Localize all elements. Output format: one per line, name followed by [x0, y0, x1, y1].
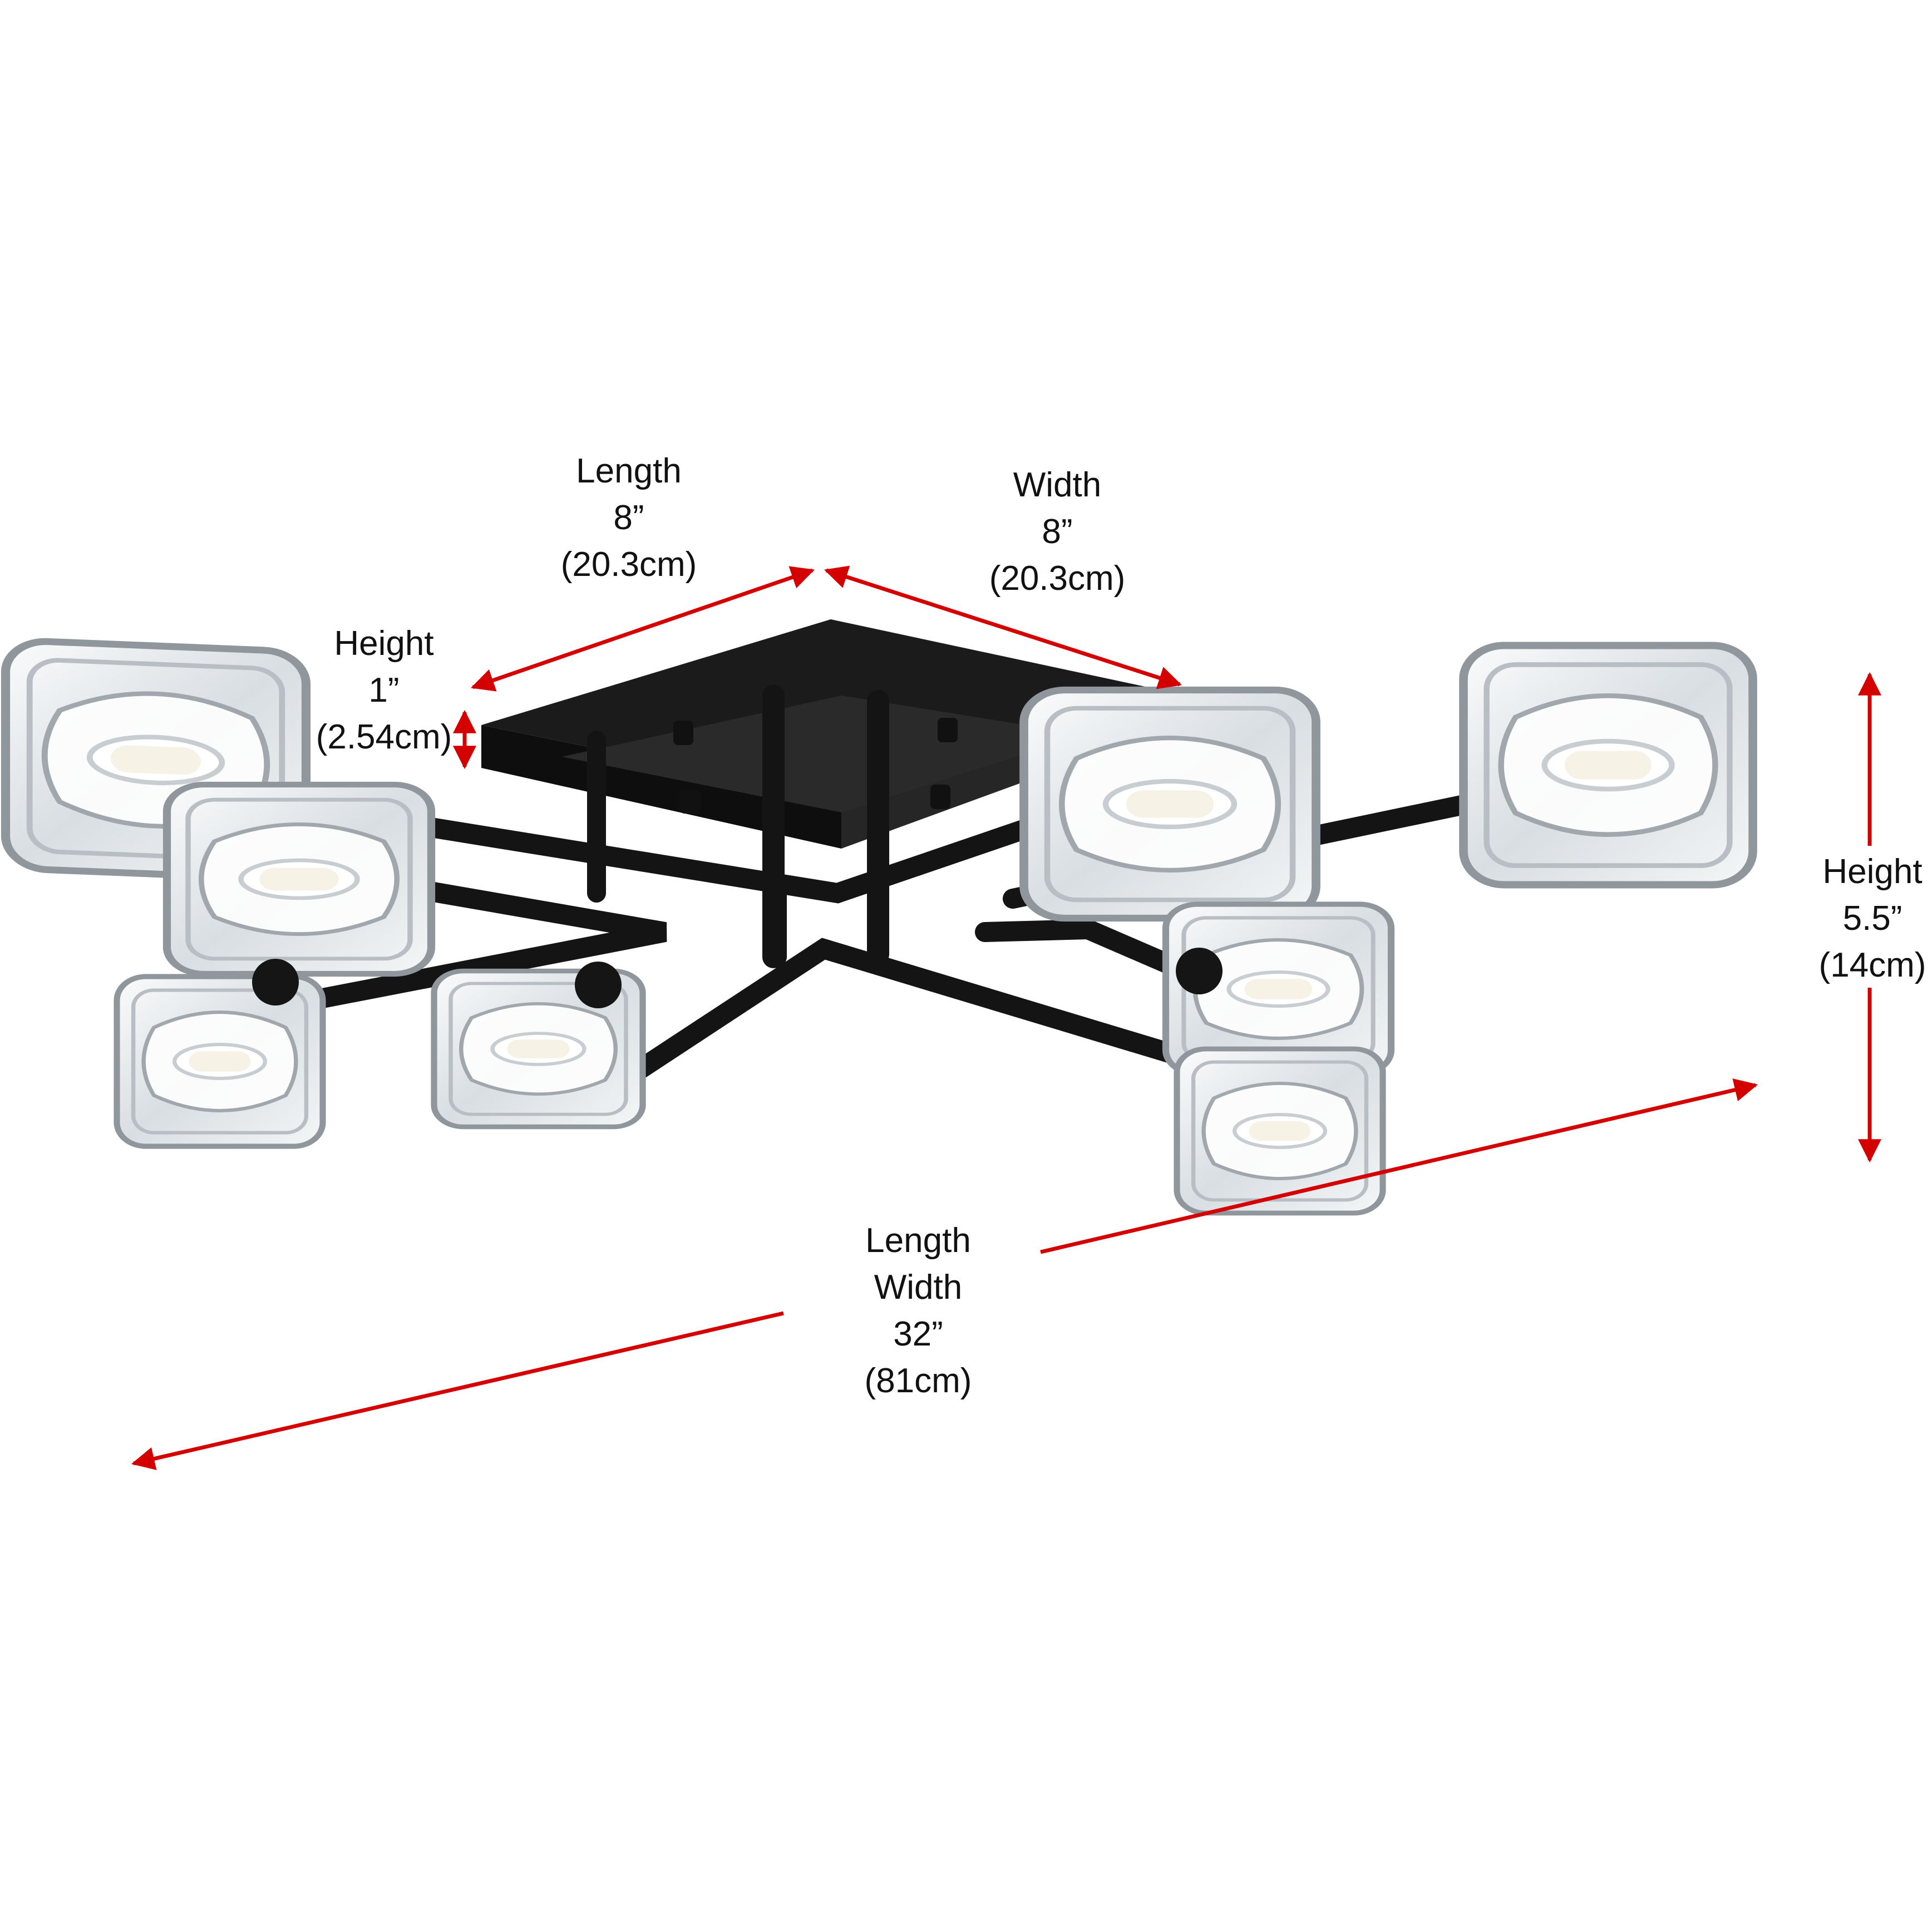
canopy-length-line: [471, 566, 815, 692]
total-height-inches: 5.5”: [1842, 899, 1903, 938]
canopy-width-name: Width: [1013, 466, 1102, 504]
overall-size-line-right: [1040, 1078, 1758, 1254]
overall-size-inches: 32”: [893, 1315, 943, 1353]
canopy-length-cm: (20.3cm): [560, 545, 697, 584]
glass-cube-icon: [117, 977, 323, 1146]
glass-cube-icon: [1024, 690, 1316, 918]
canopy-height-label: Height 1” (2.54cm): [278, 620, 490, 761]
canopy-width-cm: (20.3cm): [989, 559, 1126, 598]
dimension-lines: [131, 565, 1881, 1470]
total-height-cm: (14cm): [1818, 946, 1926, 984]
overall-width-name: Width: [874, 1268, 963, 1307]
canopy-height-cm: (2.54cm): [316, 718, 452, 756]
total-height-label: Height 5.5” (14cm): [1792, 849, 1932, 989]
canopy-width-inches: 8”: [1042, 512, 1073, 551]
bulb-sockets: [252, 948, 1223, 1008]
mounting-bolts: [673, 718, 958, 814]
glass-cube-icon: [1177, 1049, 1383, 1213]
canopy-height-inches: 1”: [368, 671, 400, 709]
canopy-width-line: [824, 565, 1182, 689]
canopy-length-name: Length: [576, 452, 682, 490]
overall-size-line-left: [131, 1311, 784, 1470]
glass-cube-icon: [1463, 645, 1753, 885]
overall-size-label: Length Width 32” (81cm): [801, 1218, 1035, 1404]
support-stems: [587, 684, 889, 968]
overall-length-name: Length: [865, 1221, 971, 1260]
canopy-length-label: Length 8” (20.3cm): [512, 448, 746, 588]
ceiling-fixture-illustration: [6, 619, 1753, 1213]
canopy-width-label: Width 8” (20.3cm): [940, 462, 1174, 602]
canopy-height-name: Height: [334, 624, 434, 663]
glass-cube-icon: [167, 785, 431, 974]
overall-size-cm: (81cm): [864, 1362, 972, 1400]
total-height-name: Height: [1822, 852, 1923, 891]
canopy-length-inches: 8”: [613, 499, 644, 537]
